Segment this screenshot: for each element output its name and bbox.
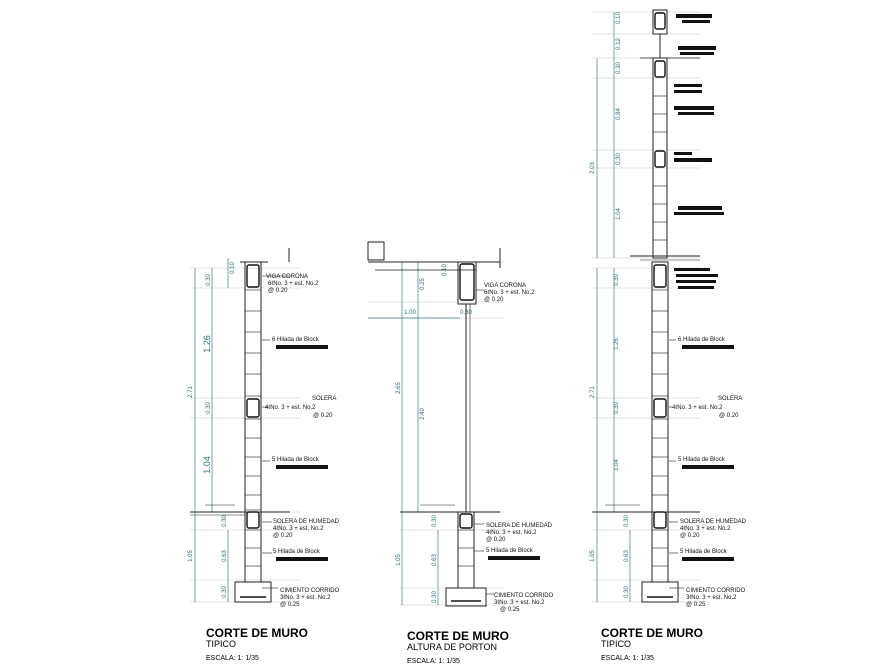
label-solera-humedad: SOLERA DE HUMEDAD (680, 519, 747, 525)
dim-total: 2.71 (590, 386, 596, 398)
label-hiladas-mid: 5 Hilada de Block (272, 457, 320, 463)
dim-upper-block: 1.26 (614, 338, 620, 350)
label-solera: SOLERA (718, 396, 742, 402)
dim-upper-top: 0.10 (616, 12, 622, 24)
label-cimiento: CIMIENTO CORRIDO (280, 588, 340, 594)
label-solera: SOLERA (312, 396, 336, 402)
label-cimiento-spacing: @ 0.25 (500, 607, 520, 613)
label-cimiento-spec: 3ℓNo. 3 + est. No.2 (686, 594, 737, 601)
section-scale: ESCALA: 1: 1/35 (206, 655, 259, 662)
section-title: CORTE DE MURO (407, 629, 509, 643)
label-solera-humedad-spacing: @ 0.20 (486, 537, 506, 543)
viga-corona-beam (459, 263, 475, 301)
dim-upper-solera: 0.30 (616, 153, 622, 165)
label-solera-humedad-spacing: @ 0.20 (680, 533, 700, 539)
dim-footing: 0.30 (222, 586, 228, 598)
label-hiladas-low: 5 Hilada de Block (273, 549, 321, 555)
dim-porton-width: 1.00 (404, 310, 416, 316)
section-scale: ESCALA: 1: 1/35 (601, 655, 654, 662)
dim-foundation-block: 0.63 (222, 550, 228, 562)
label-cimiento: CIMIENTO CORRIDO (686, 588, 746, 594)
dim-solera-humedad: 0.30 (432, 515, 438, 527)
dim-viga: 0.30 (206, 274, 212, 286)
label-solera-humedad-spacing: @ 0.20 (273, 533, 293, 539)
footing (445, 587, 487, 607)
label-solera-humedad: SOLERA DE HUMEDAD (486, 523, 553, 529)
section-porton-middle: 0.10 0.25 1.00 0.30 2.40 2.65 1.05 0.30 … (367, 241, 554, 665)
label-viga-corona-spec: 6ℓNo. 3 + est. No.2 (484, 289, 535, 296)
section-typical-right: 0.10 0.12 0.30 0.84 0.30 1.04 2.03 0.30 … (590, 9, 747, 662)
label-solera-spec: 4ℓNo. 3 + est. No.2 (265, 404, 316, 411)
solera-beam (653, 398, 667, 418)
label-viga-corona: VIGA CORONA (484, 283, 526, 289)
wall-body (651, 261, 669, 583)
solera-humedad-beam (246, 511, 260, 529)
section-subtitle: TIPICO (601, 639, 631, 649)
section-scale: ESCALA: 1: 1/35 (407, 658, 460, 665)
dim-viga: 0.30 (614, 274, 620, 286)
label-solera-spacing: @ 0.20 (719, 413, 739, 419)
label-cimiento: CIMIENTO CORRIDO (494, 593, 554, 599)
dim-upper-lower-block: 1.04 (616, 208, 622, 220)
wall-body (244, 261, 262, 583)
label-viga-corona-spacing: @ 0.20 (268, 288, 288, 294)
label-hiladas-low: 5 Hilada de Block (486, 548, 534, 554)
label-hiladas-mid: 5 Hilada de Block (678, 457, 726, 463)
label-solera-spec: 4ℓNo. 3 + est. No.2 (672, 404, 723, 411)
solera-humedad-beam (459, 513, 473, 529)
dim-upper-block: 1.26 (202, 335, 212, 353)
dim-porton-height: 2.40 (420, 408, 426, 420)
footing (641, 581, 679, 603)
dim-solera-humedad: 0.30 (624, 515, 630, 527)
viga-corona-beam (246, 264, 260, 288)
label-viga-corona-spec: 6ℓNo. 3 + est. No.2 (268, 280, 319, 287)
label-hiladas-upper: 6 Hilada de Block (678, 337, 726, 343)
section-title: CORTE DE MURO (206, 626, 308, 640)
dim-viga: 0.25 (420, 278, 426, 290)
label-cimiento-spacing: @ 0.25 (686, 602, 706, 608)
dim-solera-humedad: 0.30 (222, 515, 228, 527)
label-solera-spacing: @ 0.20 (313, 413, 333, 419)
dim-total: 2.65 (396, 382, 402, 394)
dim-foundation-total: 1.05 (188, 550, 194, 562)
label-viga-corona: VIGA CORONA (266, 274, 308, 280)
label-solera-humedad-spec: 4ℓNo. 3 + est. No.2 (486, 529, 537, 536)
dim-foundation-total: 1.05 (396, 554, 402, 566)
label-hiladas-upper: 6 Hilada de Block (272, 337, 320, 343)
dim-solera: 0.30 (614, 402, 620, 414)
dim-upper-cap: 0.12 (616, 38, 622, 50)
dim-foundation-block: 0.63 (432, 554, 438, 566)
dim-foundation-total: 1.05 (590, 550, 596, 562)
dim-top: 0.10 (230, 262, 236, 274)
label-cimiento-spec: 3ℓNo. 3 + est. No.2 (280, 594, 331, 601)
section-subtitle: TIPICO (206, 639, 236, 649)
label-solera-humedad-spec: 4ℓNo. 3 + est. No.2 (680, 525, 731, 532)
dim-lower-block: 1.04 (202, 456, 212, 474)
dim-solera: 0.30 (206, 402, 212, 414)
section-typical-left: 0.10 0.30 1.26 0.30 1.04 2.71 1.05 0.30 … (188, 248, 340, 662)
section-title: CORTE DE MURO (601, 626, 703, 640)
solera-humedad-beam (653, 511, 667, 529)
label-hiladas-low: 5 Hilada de Block (680, 549, 728, 555)
dim-lower-block: 1.04 (614, 459, 620, 471)
dim-upper-block: 0.84 (616, 108, 622, 120)
solera-beam (246, 398, 260, 418)
label-viga-corona-spacing: @ 0.20 (484, 297, 504, 303)
section-subtitle: ALTURA DE PORTON (407, 642, 497, 652)
dim-upper-beam: 0.30 (616, 62, 622, 74)
dim-footing: 0.30 (624, 586, 630, 598)
dim-footing: 0.30 (432, 591, 438, 603)
footing (234, 581, 272, 603)
label-cimiento-spec: 3ℓNo. 3 + est. No.2 (494, 599, 545, 606)
dim-foundation-block: 0.63 (624, 550, 630, 562)
dim-total: 2.71 (188, 386, 194, 398)
label-cimiento-spacing: @ 0.25 (280, 602, 300, 608)
label-solera-humedad: SOLERA DE HUMEDAD (273, 519, 340, 525)
dim-upper-total: 2.03 (590, 162, 596, 174)
label-solera-humedad-spec: 4ℓNo. 3 + est. No.2 (273, 525, 324, 532)
